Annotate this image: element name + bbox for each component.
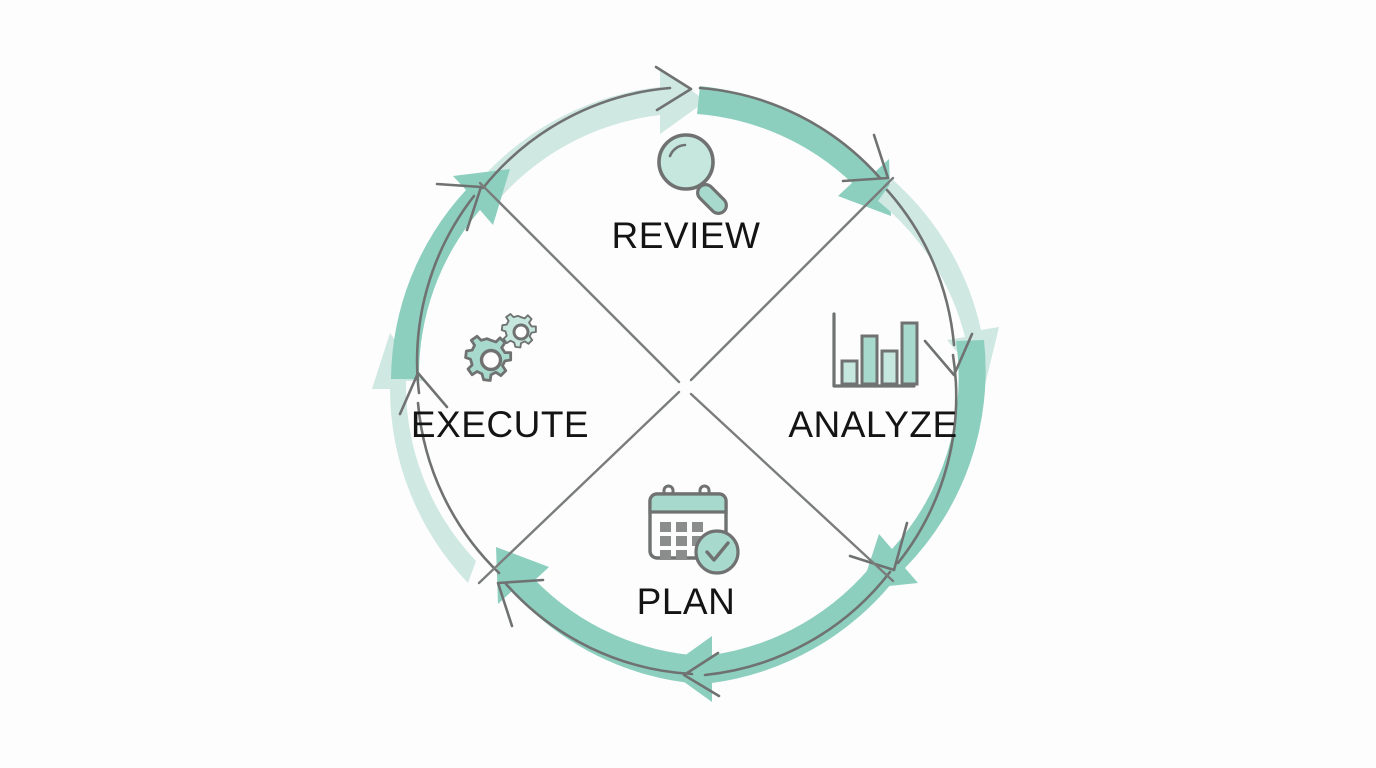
gray-arc-top-right (698, 86, 890, 183)
gray-arc-bottom-left (496, 578, 694, 676)
arrow-analyze-down-pale (878, 180, 999, 385)
arrow-execute-to-review (481, 68, 706, 197)
gears-icon (464, 313, 537, 382)
divider-lines (477, 176, 895, 585)
gray-arc-right (885, 188, 974, 377)
calendar-check-icon (648, 484, 740, 575)
gray-arc-bottom-right (848, 353, 958, 572)
arrow-review-to-analyze (697, 86, 891, 216)
gray-arc-top-left (481, 65, 693, 190)
label-review: REVIEW (612, 215, 761, 256)
arrow-plan-to-execute-pale (496, 547, 703, 684)
label-execute: EXECUTE (411, 404, 589, 445)
arrow-analyze-to-plan (861, 340, 986, 589)
label-analyze: ANALYZE (788, 404, 957, 445)
label-plan: PLAN (637, 581, 736, 622)
arrow-plan-to-execute (666, 560, 896, 702)
gray-arc-left-upper (415, 182, 483, 395)
arrow-execute-to-top (391, 169, 510, 379)
magnifier-icon (657, 133, 728, 215)
bar-chart-icon (832, 312, 919, 388)
arrow-execute-up-pale (372, 333, 476, 583)
gray-arc-bottom (682, 570, 892, 698)
